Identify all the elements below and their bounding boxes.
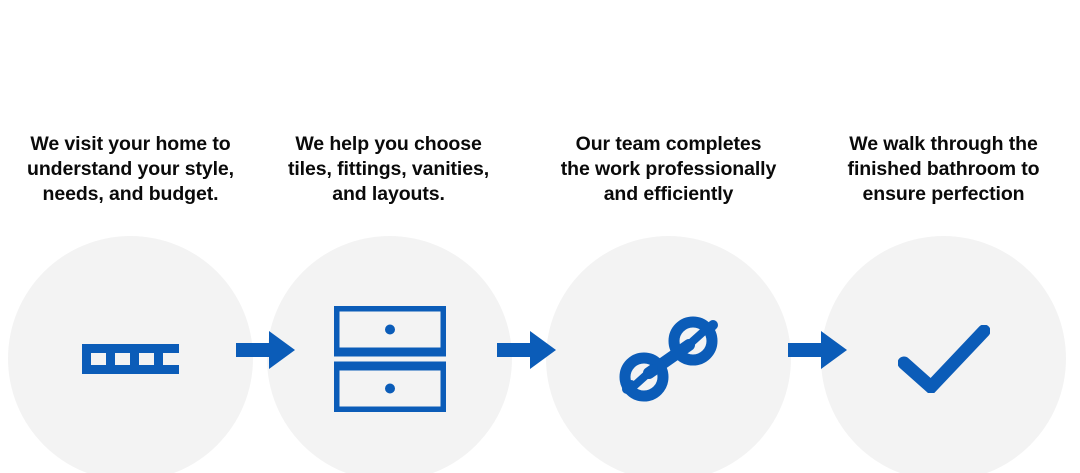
arrow-right-icon bbox=[497, 331, 556, 369]
drawer-cabinet-icon bbox=[333, 305, 446, 412]
step-1-heading: We visit your home to understand your st… bbox=[27, 133, 234, 205]
connector-arrow-2 bbox=[497, 330, 557, 370]
step-4-circle bbox=[821, 236, 1066, 473]
arrow-right-icon bbox=[788, 331, 847, 369]
connector-arrow-1 bbox=[236, 330, 296, 370]
wrench-spanner-icon bbox=[619, 316, 718, 401]
ruler-measure-icon bbox=[82, 343, 179, 374]
step-3-icon-container bbox=[546, 236, 791, 473]
step-4-heading: We walk through the finished bathroom to… bbox=[847, 133, 1040, 205]
step-3-heading: Our team completes the work professional… bbox=[560, 133, 777, 205]
step-2-heading: We help you choose tiles, fittings, vani… bbox=[287, 133, 490, 205]
checkmark-icon bbox=[897, 324, 990, 393]
step-1-icon-container bbox=[8, 236, 253, 473]
step-2-icon-container bbox=[267, 236, 512, 473]
connector-arrow-3 bbox=[788, 330, 848, 370]
step-4-icon-container bbox=[821, 236, 1066, 473]
arrow-right-icon bbox=[236, 331, 295, 369]
